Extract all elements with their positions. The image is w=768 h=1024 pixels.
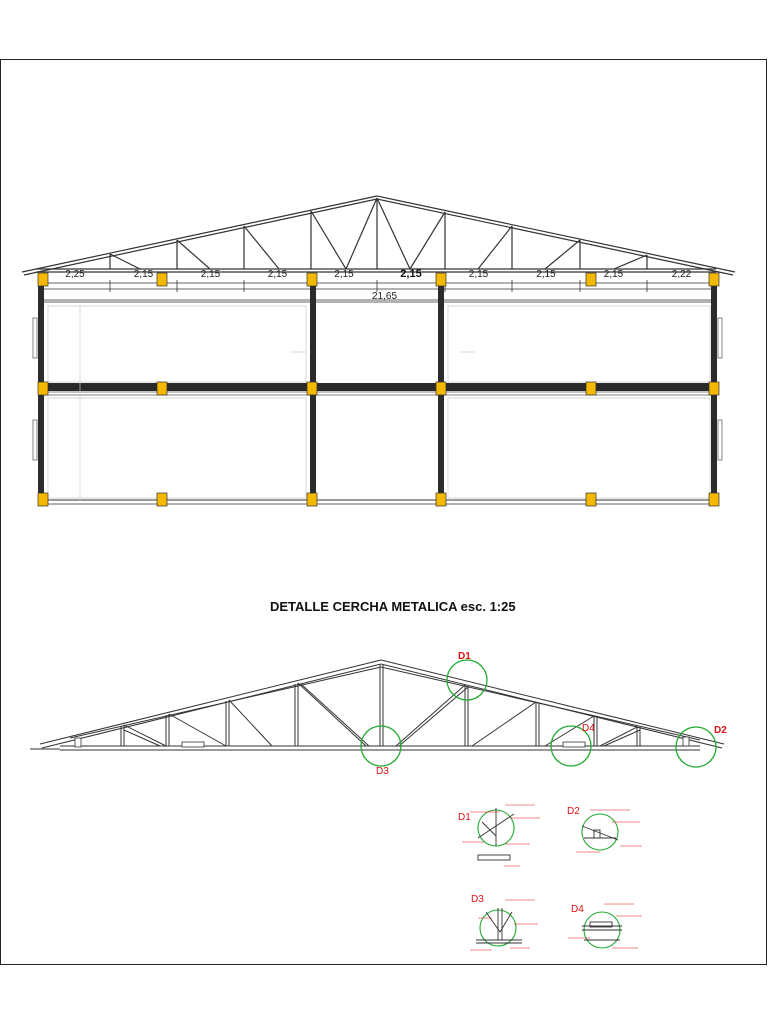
callout-circle-d2 bbox=[675, 726, 717, 768]
column-cap bbox=[37, 492, 49, 507]
truss-detail-drawing bbox=[30, 659, 725, 751]
detail-sheet-d2: D2 bbox=[567, 806, 642, 853]
detail-sheet-label-d2: D2 bbox=[567, 806, 580, 817]
column-cap bbox=[435, 272, 447, 287]
column-cap bbox=[37, 272, 49, 287]
span-label: 2,15 bbox=[400, 268, 421, 280]
column-cap bbox=[708, 381, 720, 396]
callout-circle-d4 bbox=[550, 725, 592, 767]
column-cap bbox=[306, 381, 318, 396]
callout-label-d4: D4 bbox=[582, 723, 595, 734]
callout-label-d1: D1 bbox=[458, 651, 471, 662]
column-cap bbox=[435, 381, 447, 396]
column-cap bbox=[708, 272, 720, 287]
total-span-label: 21,65 bbox=[372, 291, 397, 302]
column-cap bbox=[306, 272, 318, 287]
detail-sheet-label-d4: D4 bbox=[571, 904, 584, 915]
detail-callouts bbox=[360, 659, 717, 768]
column-cap bbox=[708, 492, 720, 507]
detail-sheet-label-d3: D3 bbox=[471, 894, 484, 905]
column-cap bbox=[585, 381, 597, 396]
roof-truss-elevation bbox=[21, 195, 736, 276]
column-cap bbox=[156, 492, 168, 507]
callout-label-d3: D3 bbox=[376, 766, 389, 777]
column-cap bbox=[156, 381, 168, 396]
column-cap bbox=[585, 492, 597, 507]
callout-label-d2: D2 bbox=[714, 725, 727, 736]
column-cap bbox=[306, 492, 318, 507]
span-label: 2,15 bbox=[134, 269, 154, 280]
span-label: 2,15 bbox=[604, 269, 624, 280]
span-label: 2,15 bbox=[268, 269, 288, 280]
wall-panels bbox=[47, 305, 711, 500]
callout-circle-d1 bbox=[446, 659, 488, 701]
building-elevation: 2,25 2,15 2,15 2,15 2,15 2,15 2,15 2,15 2,15 2,22… bbox=[21, 195, 736, 507]
span-label: 2,25 bbox=[65, 269, 85, 280]
detail-sheet-label-d1: D1 bbox=[458, 812, 471, 823]
span-label: 2,15 bbox=[201, 269, 221, 280]
span-label: 2,15 bbox=[469, 269, 489, 280]
callout-circle-d3 bbox=[360, 725, 402, 767]
floor-beams bbox=[39, 301, 718, 505]
truss-detail-title: DETALLE CERCHA METALICA esc. 1:25 bbox=[270, 599, 516, 614]
column-cap bbox=[585, 272, 597, 287]
column-cap bbox=[156, 272, 168, 287]
detail-sheet-d4: D4 bbox=[568, 903, 642, 949]
detail-sheet-d1: D1 bbox=[458, 804, 540, 867]
detail-sheet-d3: D3 bbox=[470, 894, 538, 951]
drawing-sheet-border bbox=[0, 59, 767, 965]
column-cap bbox=[435, 492, 447, 507]
span-label: 2,15 bbox=[536, 269, 556, 280]
span-label: 2,22 bbox=[672, 269, 692, 280]
truss-plates bbox=[74, 736, 690, 748]
span-label: 2,15 bbox=[334, 269, 354, 280]
column-cap bbox=[37, 381, 49, 396]
column-cap-markers bbox=[37, 272, 720, 507]
